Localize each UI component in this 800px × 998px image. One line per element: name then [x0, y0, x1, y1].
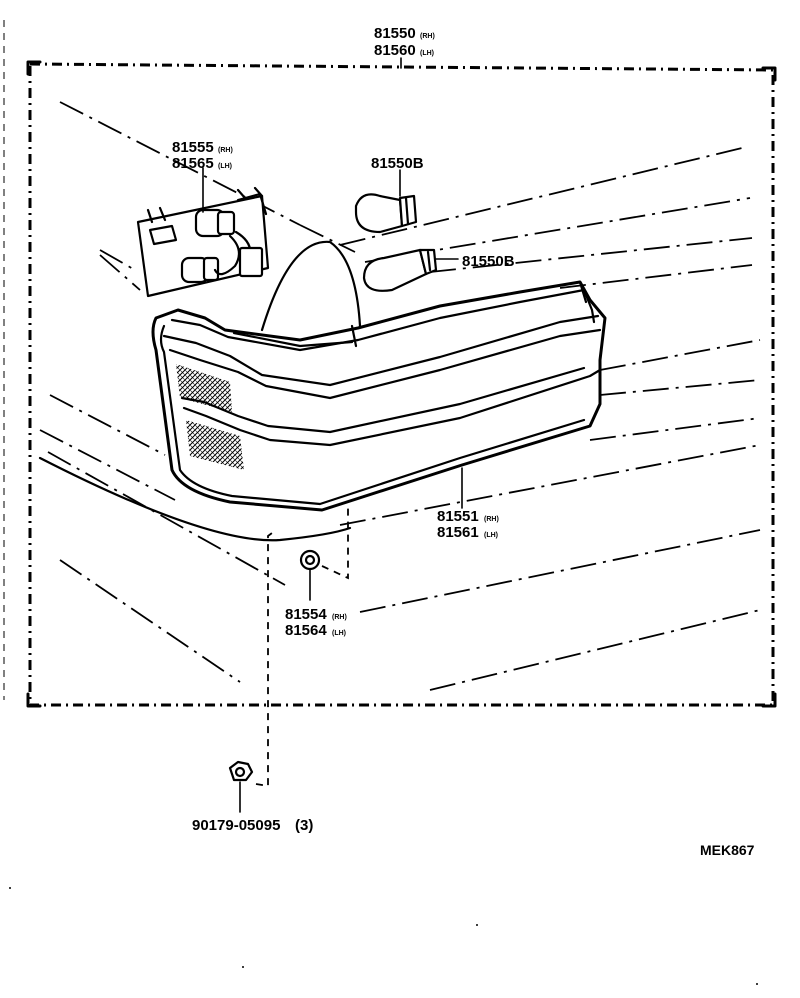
- lamp-gasket: [299, 506, 349, 580]
- label-gasket-lh: 81564: [285, 622, 327, 639]
- lamp-housing: [260, 240, 362, 332]
- svg-text:(LH): (LH): [332, 630, 346, 637]
- label-assembly-lh: 81560: [374, 42, 416, 59]
- reference-code: MEK867: [700, 842, 755, 858]
- label-socket: 81555 (RH) 81565 (LH): [172, 139, 233, 172]
- label-bulb-upper: 81550B: [371, 155, 424, 172]
- label-assembly: 81550 (RH) 81560 (LH): [374, 25, 435, 59]
- svg-text:(LH): (LH): [484, 532, 498, 539]
- svg-text:(LH): (LH): [420, 50, 434, 57]
- label-nut: 90179-05095 (3): [192, 817, 313, 834]
- label-nut-part: 90179-05095: [192, 817, 280, 834]
- label-lens-rh: 81551: [437, 508, 479, 525]
- mounting-nut: [228, 529, 277, 788]
- bulb-lower: [362, 248, 438, 292]
- label-lens: 81551 (RH) 81561 (LH): [437, 508, 499, 541]
- lamp-lens: [151, 280, 607, 512]
- bulb-socket-assembly: [136, 186, 270, 298]
- bulb-upper: [354, 193, 418, 234]
- label-nut-qty: (3): [295, 817, 313, 834]
- label-lens-lh: 81561: [437, 524, 479, 541]
- svg-text:(RH): (RH): [218, 147, 233, 154]
- label-assembly-rh: 81550: [374, 25, 416, 42]
- label-socket-rh: 81555: [172, 139, 214, 156]
- label-bulb-lower: 81550B: [462, 253, 515, 270]
- svg-text:(RH): (RH): [332, 614, 347, 621]
- leader-lines: [202, 167, 463, 813]
- svg-text:(RH): (RH): [484, 516, 499, 523]
- svg-text:(RH): (RH): [420, 33, 435, 40]
- label-gasket: 81554 (RH) 81564 (LH): [285, 606, 347, 639]
- label-socket-lh: 81565: [172, 155, 214, 172]
- body-outline-lines: [38, 101, 761, 691]
- label-gasket-rh: 81554: [285, 606, 327, 623]
- svg-text:(LH): (LH): [218, 163, 232, 170]
- scan-specks: [9, 887, 758, 985]
- assembly-frame: [3, 20, 777, 708]
